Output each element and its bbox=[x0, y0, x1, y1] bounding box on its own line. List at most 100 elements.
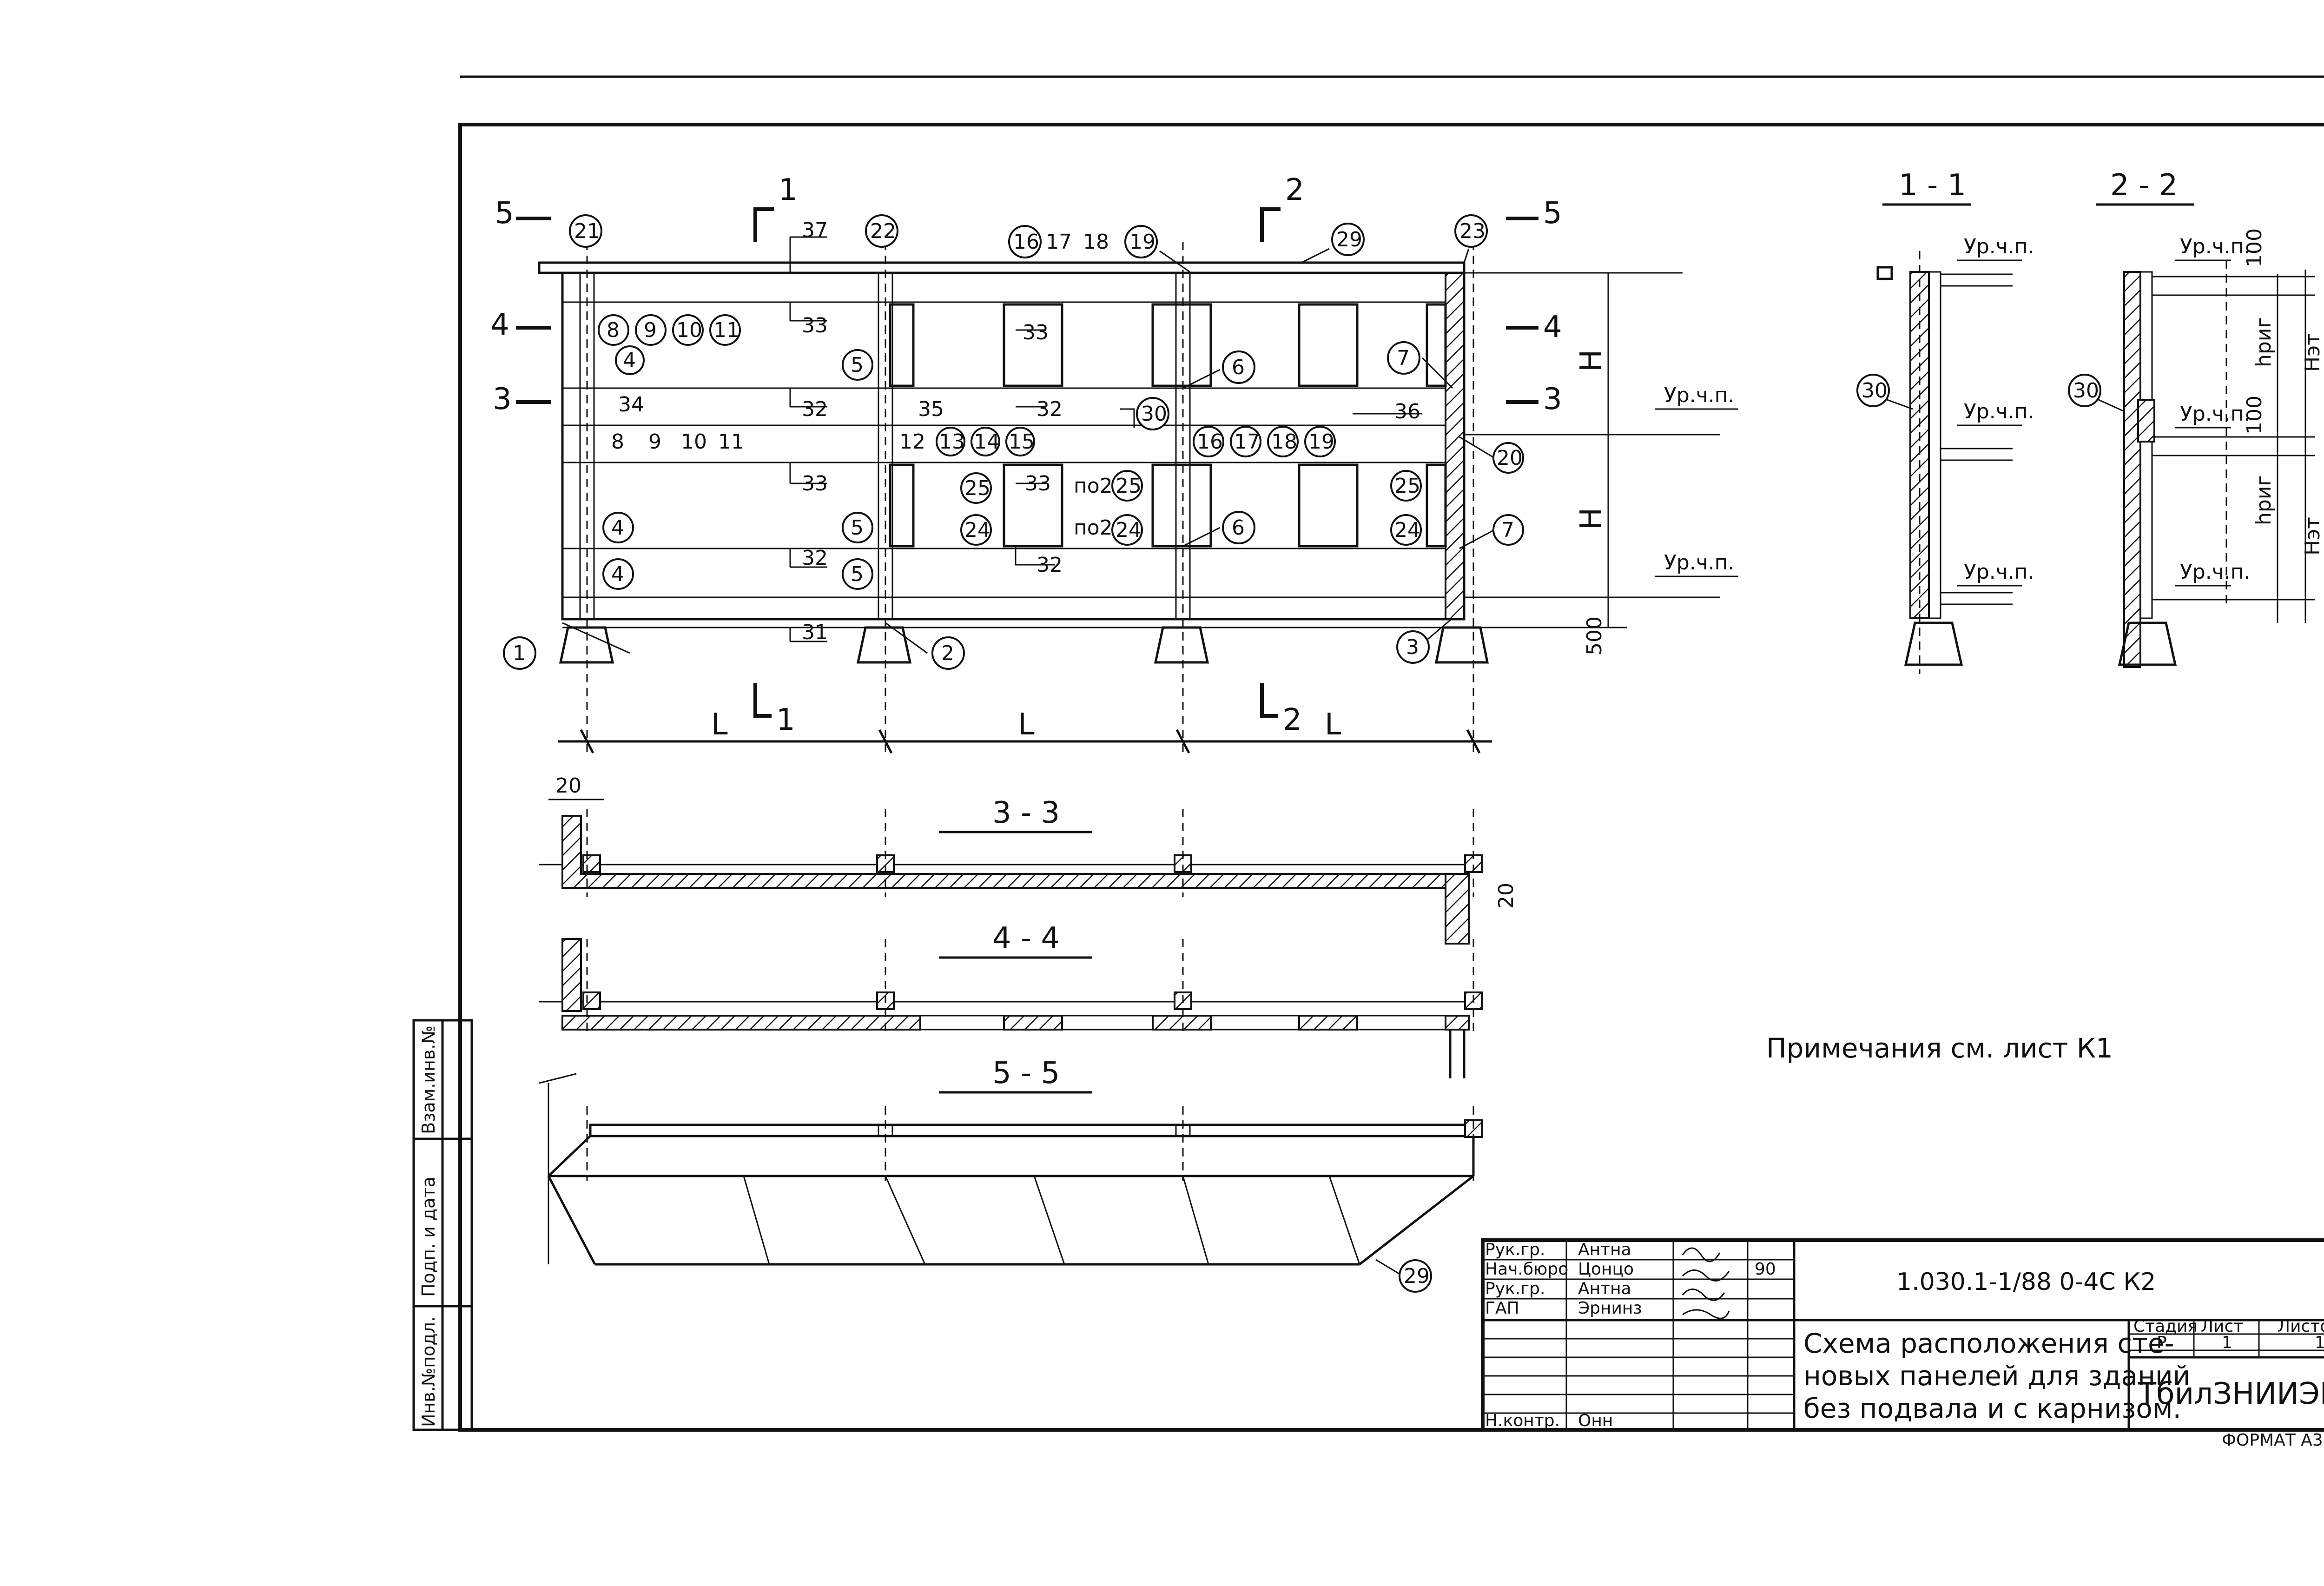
item-33: 33 bbox=[802, 472, 828, 496]
span-label: L bbox=[1325, 707, 1341, 742]
item-24: 24 bbox=[1394, 518, 1420, 542]
item-4: 4 bbox=[611, 516, 624, 540]
item-2: 2 bbox=[941, 641, 954, 665]
item-37: 37 bbox=[802, 218, 828, 242]
item-9: 9 bbox=[644, 318, 657, 342]
item-7: 7 bbox=[1397, 346, 1410, 370]
base-dimension: 500 bbox=[1583, 616, 1606, 655]
item-33: 33 bbox=[1025, 472, 1051, 496]
item-7: 7 bbox=[1501, 518, 1514, 542]
level-label: Ур.ч.п. bbox=[2180, 402, 2250, 426]
tb-role: Рук.гр. bbox=[1485, 1240, 1545, 1259]
section-3-3: 3 - 3 20 20 bbox=[539, 774, 1518, 945]
title-line-1: Схема расположения сте- bbox=[1803, 1328, 2174, 1359]
doc-code: 1.030.1-1/88 0-4С К2 bbox=[1896, 1268, 2156, 1296]
span-label: L bbox=[1018, 707, 1035, 742]
sheet-frame: 11 ФОРМАТ А3 bbox=[458, 75, 2324, 1450]
item-36: 36 bbox=[1394, 400, 1420, 423]
item-18: 18 bbox=[1083, 230, 1109, 254]
cut-label-2-top: 2 bbox=[1285, 173, 1304, 207]
item-11: 11 bbox=[713, 318, 739, 342]
tb-name: Антна bbox=[1578, 1240, 1631, 1259]
item-32: 32 bbox=[1037, 553, 1063, 577]
title-line-2: новых панелей для зданий bbox=[1803, 1360, 2190, 1392]
item-17: 17 bbox=[1234, 430, 1260, 454]
item-32: 32 bbox=[1037, 397, 1063, 421]
cut-label-2: 2 bbox=[1283, 703, 1302, 737]
stage-header: Стадия bbox=[2133, 1317, 2198, 1336]
cut-label-3: 3 bbox=[493, 382, 512, 416]
cut-label-3-right: 3 bbox=[1543, 382, 1562, 416]
cut-label-4: 4 bbox=[490, 308, 509, 342]
sheet-header: Лист bbox=[2201, 1317, 2243, 1336]
item-6: 6 bbox=[1232, 516, 1245, 540]
span-label: L bbox=[711, 707, 728, 742]
item-35: 35 bbox=[918, 397, 944, 421]
item-30: 30 bbox=[2073, 379, 2099, 403]
item-15: 15 bbox=[1009, 430, 1035, 454]
item-5: 5 bbox=[851, 562, 864, 586]
level-label: Ур.ч.п. bbox=[2180, 560, 2250, 584]
dim-100: 100 bbox=[2243, 396, 2266, 435]
item-1: 1 bbox=[513, 641, 526, 665]
item-29: 29 bbox=[1404, 1264, 1430, 1288]
dim-20: 20 bbox=[1494, 883, 1518, 909]
cut-label-1: 1 bbox=[776, 703, 795, 737]
cut-label-1-top: 1 bbox=[779, 173, 798, 207]
item-30: 30 bbox=[1862, 379, 1888, 403]
section-1-1: 1 - 1 Ур.ч.п. Ур.ч.п. Ур.ч.п. 30 bbox=[1856, 168, 2034, 674]
item-5: 5 bbox=[851, 353, 864, 377]
stamp-replaced-inv: Взам.инв.№ bbox=[418, 1025, 439, 1134]
tb-name: Антна bbox=[1578, 1279, 1631, 1298]
section-4-4: 4 - 4 bbox=[539, 921, 1483, 1078]
section-2-2: 2 - 2 Ур.ч.п. Ур.ч.п. Ур.ч.п. 100 100 hр… bbox=[2068, 168, 2324, 668]
item-16: 16 bbox=[1013, 230, 1039, 254]
organization: ТбилЗНИИЭП bbox=[2138, 1377, 2324, 1411]
format-label: ФОРМАТ А3 bbox=[2222, 1431, 2323, 1450]
item-14: 14 bbox=[974, 430, 1000, 454]
item-18: 18 bbox=[1271, 430, 1297, 454]
stamp-inv-original: Инв.№подл. bbox=[418, 1316, 439, 1427]
item-19: 19 bbox=[1129, 230, 1155, 254]
item-31: 31 bbox=[802, 621, 828, 644]
facade-elevation: L L L 1 2 1 2 5 4 3 5 4 3 H H 500 Ур.ч.п… bbox=[490, 173, 1738, 754]
h-rig-label: hриг bbox=[2252, 475, 2276, 525]
item-24: 24 bbox=[1116, 518, 1142, 542]
item-23: 23 bbox=[1459, 219, 1486, 243]
item-33: 33 bbox=[802, 314, 828, 337]
item-16: 16 bbox=[1197, 430, 1223, 454]
level-label: Ур.ч.п. bbox=[2180, 235, 2250, 258]
cut-label-4-right: 4 bbox=[1543, 310, 1562, 344]
item-29: 29 bbox=[1336, 228, 1362, 251]
item-34: 34 bbox=[618, 393, 644, 416]
item-25: 25 bbox=[1394, 474, 1420, 498]
item-25: 25 bbox=[1116, 474, 1142, 498]
stage-value: Р bbox=[2157, 1333, 2167, 1352]
item-33: 33 bbox=[1023, 321, 1049, 344]
level-label: Ур.ч.п. bbox=[1964, 560, 2034, 584]
sheets-value: 1 bbox=[2315, 1333, 2324, 1352]
h-et-label: Hэт bbox=[2301, 517, 2324, 555]
item-32: 32 bbox=[802, 397, 828, 421]
dim-100: 100 bbox=[2243, 228, 2266, 267]
item-6: 6 bbox=[1232, 356, 1245, 379]
stamp-sign-date: Подп. и дата bbox=[418, 1176, 439, 1297]
sheet-value: 1 bbox=[2222, 1333, 2232, 1352]
tb-role: Нач.бюро bbox=[1485, 1260, 1568, 1279]
section-title-5-5: 5 - 5 bbox=[992, 1056, 1060, 1090]
tb-role: Рук.гр. bbox=[1485, 1279, 1545, 1298]
level-label: Ур.ч.п. bbox=[1964, 235, 2034, 258]
cut-label-5-right: 5 bbox=[1543, 196, 1562, 231]
level-label: Ур.ч.п. bbox=[1664, 551, 1734, 575]
item-4: 4 bbox=[611, 562, 624, 586]
notes-text: Примечания см. лист К1 bbox=[1766, 1032, 2113, 1064]
side-stamp: Инв.№подл. Подп. и дата Взам.инв.№ bbox=[412, 1019, 473, 1431]
item-13: 13 bbox=[939, 430, 965, 454]
item-3: 3 bbox=[1406, 635, 1419, 659]
item-32: 32 bbox=[802, 546, 828, 570]
item-8: 8 bbox=[611, 430, 624, 454]
section-title-2-2: 2 - 2 bbox=[2110, 168, 2178, 203]
tb-name: Эрнинз bbox=[1578, 1299, 1642, 1318]
level-label: Ур.ч.п. bbox=[1964, 400, 2034, 423]
